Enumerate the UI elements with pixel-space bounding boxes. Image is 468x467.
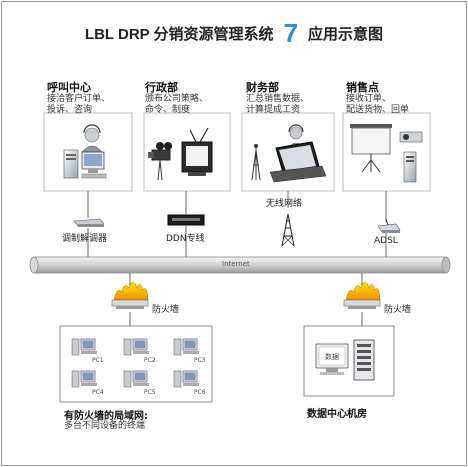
headset-user-icon-1 <box>81 124 103 153</box>
antenna-tower-icon-small <box>251 144 261 181</box>
modem-icon <box>73 218 105 227</box>
modem-label: 调制解调器 <box>62 234 108 244</box>
title-subtitle: 应用示意图 <box>308 26 384 43</box>
adsl-router-icon <box>377 218 401 233</box>
dept-admin-desc: 颁布公司策略、 命令、制度 <box>145 94 208 116</box>
diagram-title: LBL DRP 分销资源管理系统 7 应用示意图 <box>0 18 468 49</box>
title-main: LBL DRP 分销资源管理系统 <box>84 26 274 43</box>
datacenter-screen-label: 数据 <box>325 353 339 361</box>
dept-admin-desc-line1: 颁布公司策略、 <box>145 94 209 104</box>
lan-pc-icon-4 <box>71 370 97 388</box>
lan-pc-icon-1 <box>71 338 97 356</box>
dept-finance-name: 财务部 <box>246 81 279 94</box>
dept-sales-desc-line2: 配送货物、回单 <box>346 105 410 115</box>
wireless-label: 无线网络 <box>266 199 303 209</box>
server-rack-icon <box>353 339 375 381</box>
lan-desc: 多台不同设备的终端 <box>64 421 146 431</box>
database-monitor-icon <box>315 343 349 375</box>
firewall-icon-right <box>343 281 381 309</box>
pc-label-6: PC6 <box>194 389 206 396</box>
dept-call-center-desc-line2: 投诉、咨询 <box>47 105 93 115</box>
dept-admin-desc-line2: 命令、制度 <box>145 105 191 115</box>
dept-call-center-desc-line1: 接洽客户订单、 <box>47 94 111 104</box>
firewall-label-right: 防火墙 <box>384 305 412 315</box>
call-center-computer-icon <box>63 149 107 179</box>
lan-title: 有防火墙的局域网: <box>64 411 148 422</box>
title-number: 7 <box>283 18 299 48</box>
lan-pc-icon-2 <box>123 338 149 356</box>
connection-lines-top <box>87 191 387 258</box>
wireless-tower-icon <box>281 213 295 247</box>
dept-admin-name: 行政部 <box>145 81 178 94</box>
dept-finance-desc: 汇总销售数据、 计算提成工资 <box>246 94 309 116</box>
pc-label-1: PC1 <box>92 357 104 364</box>
dept-sales-desc-line1: 接收订单、 <box>346 94 392 104</box>
dept-call-center-name: 呼叫中心 <box>47 81 91 94</box>
laptop-icon <box>269 141 327 183</box>
ddn-label: DDN专线 <box>166 234 205 244</box>
dept-finance-desc-line2: 计算提成工资 <box>246 105 301 115</box>
television-icon <box>181 127 213 176</box>
projector-icon <box>399 131 423 143</box>
internet-label: Internet <box>222 260 250 268</box>
dept-call-center-desc: 接洽客户订单、 投诉、咨询 <box>47 94 110 116</box>
ddn-line-icon <box>167 214 205 226</box>
adsl-label: ADSL <box>374 236 398 246</box>
lan-pc-icon-6 <box>173 370 199 388</box>
firewall-icon-left <box>111 281 149 309</box>
dept-sales-name: 销售点 <box>346 81 379 94</box>
firewall-label-left: 防火墙 <box>152 305 180 315</box>
projector-screen-icon <box>350 124 392 173</box>
dept-finance-desc-line1: 汇总销售数据、 <box>246 94 310 104</box>
connection-lines-bottom <box>129 273 363 326</box>
lan-pc-icon-3 <box>173 338 199 356</box>
tower-pc-icon <box>403 151 417 183</box>
datacenter-title: 数据中心机房 <box>307 409 367 420</box>
pc-label-4: PC4 <box>92 389 104 396</box>
video-camera-icon <box>148 142 172 181</box>
lan-pc-icon-5 <box>123 370 149 388</box>
lan-frame <box>59 325 213 403</box>
dept-sales-desc: 接收订单、 配送货物、回单 <box>346 94 409 116</box>
pc-label-3: PC3 <box>194 357 206 364</box>
pc-label-2: PC2 <box>144 357 156 364</box>
internet-pipe <box>29 256 451 274</box>
pc-label-5: PC5 <box>144 389 156 396</box>
